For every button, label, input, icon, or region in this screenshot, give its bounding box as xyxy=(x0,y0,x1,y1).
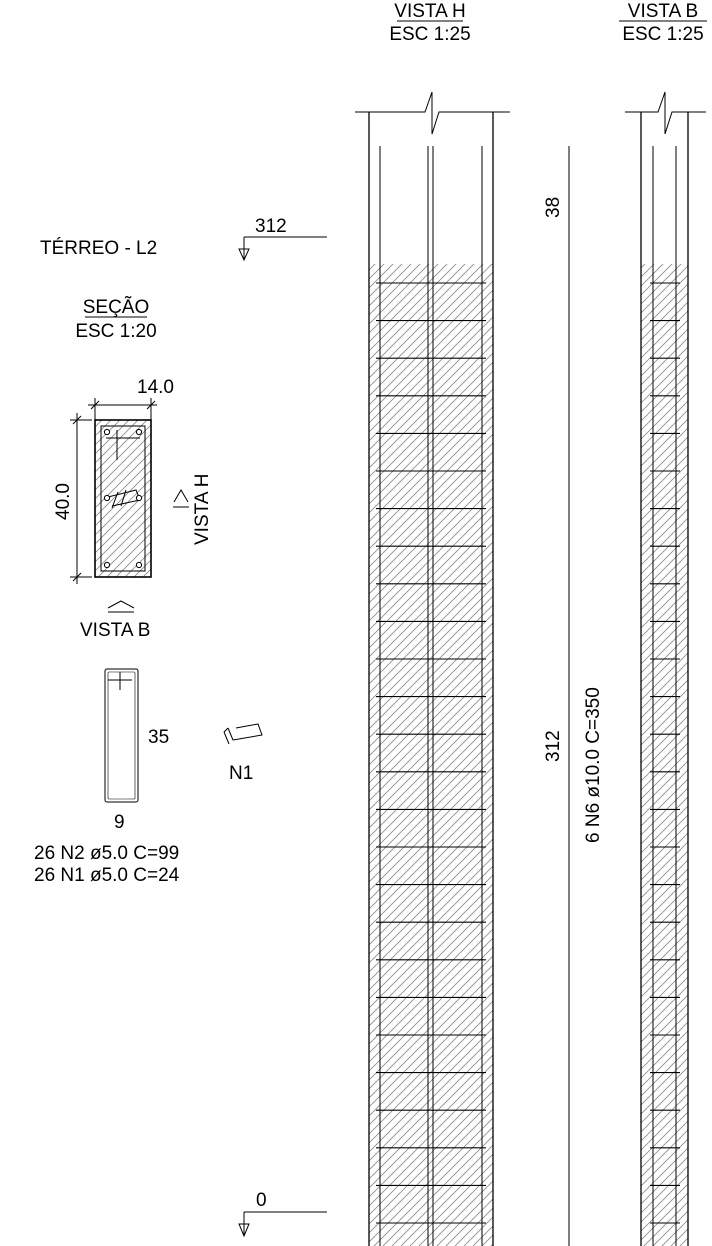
section-height-dim: 40.0 xyxy=(53,483,74,520)
view-b-title: VISTA B xyxy=(628,1,698,22)
view-h-stirrups xyxy=(376,282,486,1224)
view-h-dim-main: 312 xyxy=(543,730,564,762)
stirrup-n2-width: 9 xyxy=(114,812,125,833)
view-h-title: VISTA H xyxy=(394,1,465,22)
cross-section: 14.0 40.0 VISTA H VISTA B xyxy=(53,377,213,641)
view-b-stirrups xyxy=(650,282,680,1224)
section-width-dim: 14.0 xyxy=(137,377,174,398)
view-b-elevation xyxy=(625,91,706,1246)
view-h-scale: ESC 1:25 xyxy=(389,24,470,45)
stirrup-n2-height: 35 xyxy=(148,727,169,748)
elevation-marker-top: 312 xyxy=(238,216,327,262)
stirrup-n2-shape: 35 9 xyxy=(104,668,169,833)
stirrup-n1-shape: N1 xyxy=(223,723,263,784)
elevation-top-value: 312 xyxy=(255,216,287,237)
view-h-arrow-icon xyxy=(173,489,189,503)
elevation-marker-bottom: 0 xyxy=(238,1190,327,1238)
section-view-b-label: VISTA B xyxy=(80,620,150,641)
stirrup-n1-label: N1 xyxy=(229,763,253,784)
section-title: SEÇÃO xyxy=(83,296,150,318)
view-h-elevation: 38 312 6 N6 ø10.0 C=350 xyxy=(355,91,604,1246)
level-label: TÉRREO - L2 xyxy=(40,238,157,259)
schedule-line-2: 26 N1 ø5.0 C=24 xyxy=(34,865,180,886)
section-view-h-label: VISTA H xyxy=(192,474,213,545)
elevation-bottom-value: 0 xyxy=(256,1190,267,1211)
schedule-line-1: 26 N2 ø5.0 C=99 xyxy=(34,843,179,864)
view-h-bar-label: 6 N6 ø10.0 C=350 xyxy=(583,687,604,843)
view-h-dim-top: 38 xyxy=(543,197,564,218)
section-scale: ESC 1:20 xyxy=(75,321,156,342)
view-b-scale: ESC 1:25 xyxy=(622,24,703,45)
view-b-arrow-icon xyxy=(107,600,135,609)
